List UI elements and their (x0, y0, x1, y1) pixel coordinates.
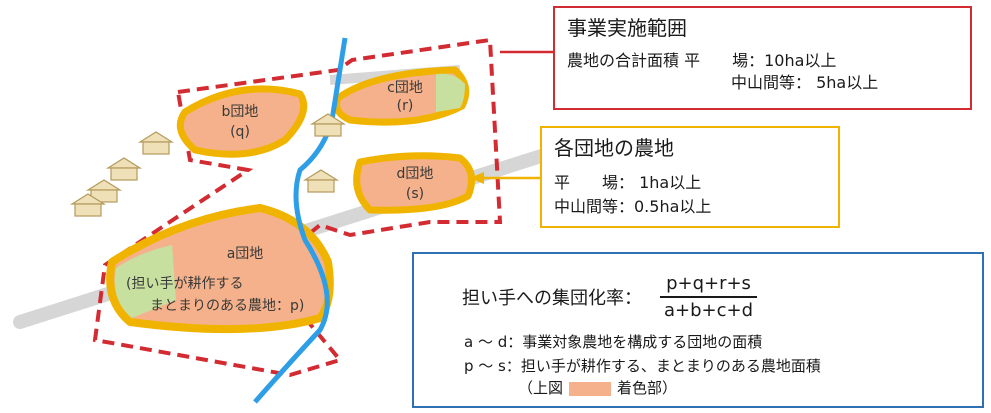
river (253, 37, 348, 404)
house-icon (302, 169, 340, 193)
plot-farmland-title: 各団地の農地 (554, 136, 674, 160)
plot-farmland-line-2: 中山間等：0.5ha以上 (554, 197, 712, 216)
plot-b (176, 85, 308, 158)
project-boundary (92, 37, 503, 378)
rate-legend-note: （上図 着色部） (518, 378, 677, 398)
rate-definition-p-s: p ～ s：担い手が耕作する、まとまりのある農地面積 (464, 357, 821, 375)
legend-suffix: 着色部） (617, 379, 678, 397)
plot-a-line1: (担い手が耕作する (126, 275, 243, 292)
project-range-box: 事業実施範囲 農地の合計面積 平 場：10ha以上 中山間等： 5ha以上 (553, 6, 972, 110)
plot-c-sub: (r) (397, 98, 414, 114)
house-icons (69, 113, 347, 217)
house-icon (85, 179, 123, 203)
plot-c-non-core (436, 73, 465, 112)
rate-label: 担い手への集団化率： (462, 288, 642, 309)
consolidation-rate-box: 担い手への集団化率： p+q+r+s a+b+c+d a ～ d：事業対象農地を… (412, 252, 984, 408)
plot-c-label: c団地 (387, 80, 423, 96)
plot-b-label: b団地 (222, 104, 259, 120)
plot-d-sub: (s) (406, 186, 424, 202)
house-icon (309, 113, 347, 137)
plot-d (353, 152, 476, 214)
plot-d-label: d団地 (397, 166, 434, 182)
rate-denominator: a+b+c+d (660, 296, 758, 321)
plot-a-non-core (114, 245, 176, 318)
plot-farmland-line-1: 平 場： 1ha以上 (554, 173, 702, 192)
house-icon (137, 131, 175, 155)
plot-b-sub: (q) (230, 124, 250, 140)
legend-swatch (569, 381, 612, 396)
plot-a-line2: まとまりのある農地：p) (150, 298, 304, 314)
rate-fraction: p+q+r+s a+b+c+d (660, 273, 758, 321)
rate-numerator: p+q+r+s (666, 273, 751, 294)
plot-farmland-box: 各団地の農地 平 場： 1ha以上 中山間等：0.5ha以上 (540, 126, 840, 228)
rate-definition-a-d: a ～ d：事業対象農地を構成する団地の面積 (464, 333, 763, 351)
project-range-line-2: 中山間等： 5ha以上 (731, 73, 879, 92)
rate-formula: 担い手への集団化率： p+q+r+s a+b+c+d (462, 272, 758, 322)
project-range-line-1: 農地の合計面積 平 場：10ha以上 (567, 51, 837, 70)
plot-a-label: a団地 (227, 246, 264, 262)
house-icon (105, 157, 143, 181)
plot-c (333, 66, 470, 126)
project-range-title: 事業実施範囲 (567, 16, 687, 40)
farm-connector-arrowhead (470, 172, 484, 184)
legend-prefix: （上図 (518, 379, 564, 397)
house-icon (69, 193, 107, 217)
